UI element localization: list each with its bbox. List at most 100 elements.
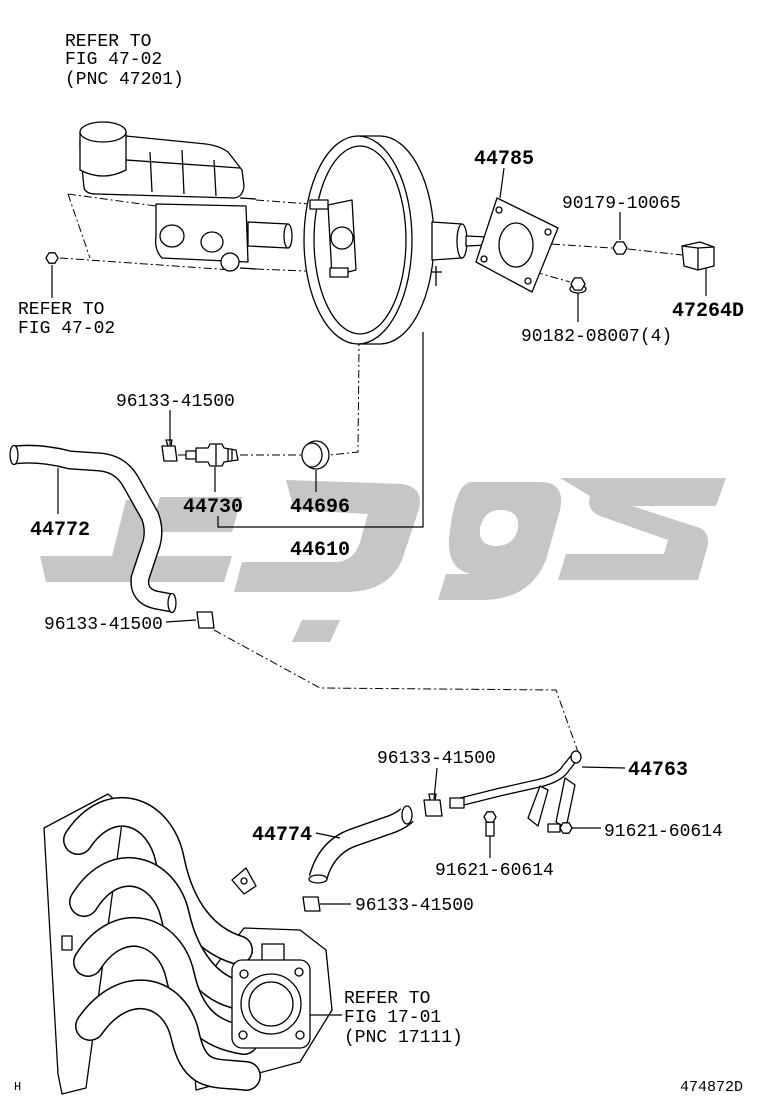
pipe-end-fitting	[449, 797, 465, 809]
bolt-left-head	[483, 811, 497, 823]
bolt-left-shank	[485, 821, 495, 837]
pipe-fill	[455, 756, 577, 807]
reservoir-ribs	[125, 149, 241, 197]
throttle-bolt-hole	[239, 969, 249, 979]
gasket-center-hole	[498, 222, 534, 268]
watermark-shape-waw	[438, 482, 562, 600]
leader-lines	[51, 167, 707, 1016]
leader-vacuum-assy	[217, 332, 424, 528]
guide-master-top	[67, 193, 157, 207]
leader-gasket	[499, 167, 505, 199]
clamp-pipe-tab	[428, 793, 437, 801]
refer-master-line2: FIG 47-02	[65, 50, 162, 70]
leader-clamp-pipe	[433, 767, 438, 800]
throttle-body	[231, 867, 311, 1049]
guide-master-bottom	[59, 257, 233, 271]
clamp-check-valve	[161, 445, 178, 462]
pipe-bracket-left	[527, 785, 549, 827]
booster-pushrod-hole	[330, 226, 354, 250]
throttle-bolt-hole	[238, 1030, 248, 1040]
booster-front-stud-upper	[309, 199, 329, 210]
label-clamp-check-valve: 96133-41500	[116, 392, 235, 412]
runner-2-fill	[70, 858, 254, 1009]
pipe-hardware	[423, 750, 582, 837]
hose-upper-end-left	[9, 444, 19, 466]
label-vacuum-assy: 44610	[290, 539, 350, 562]
manifold-runners	[63, 796, 261, 1091]
refer-throttle-line2: FIG 17-01	[344, 1008, 441, 1028]
refer-mount-line2: FIG 47-02	[18, 319, 115, 339]
runner-1-fill	[64, 798, 252, 964]
brake-line-port-primary	[159, 224, 185, 248]
label-bolt-right: 91621-60614	[604, 822, 723, 842]
gasket	[475, 197, 559, 293]
refer-mount-line1: REFER TO	[18, 300, 104, 320]
clamp-manifold	[302, 896, 321, 912]
pipe-end-top	[570, 750, 582, 764]
booster-rear-stud	[432, 266, 442, 286]
hose-lower-ends	[302, 805, 413, 912]
gasket-bolt-hole	[544, 228, 552, 236]
clamp-check-valve-tab	[165, 439, 173, 447]
brake-line-port-secondary	[200, 231, 224, 253]
hose-upper-fill	[13, 446, 174, 611]
guide-hose-to-pipe	[213, 629, 579, 753]
clamp-hose-lower	[196, 611, 215, 629]
throttle-bolt-hole	[294, 967, 304, 977]
label-clamp-manifold: 96133-41500	[355, 896, 474, 916]
leader-pipe	[581, 766, 626, 769]
reservoir-cap-top	[79, 121, 127, 143]
hose-lower-end-bottom	[308, 874, 328, 884]
bolt-right-head	[559, 822, 573, 834]
refer-master-line3: (PNC 47201)	[65, 70, 184, 90]
cylinder-bore-end	[283, 223, 293, 249]
reservoir-cap	[79, 131, 127, 177]
brake-booster	[303, 135, 489, 345]
manifold-flange-tab	[61, 935, 73, 951]
hose-upper-end-right	[167, 592, 177, 614]
watermark-shape-ya	[234, 480, 420, 592]
guide-stud-upper	[255, 199, 311, 205]
nut-lower	[570, 277, 586, 291]
leader-hose-lower	[315, 832, 341, 839]
gasket-bolt-hole	[524, 277, 532, 285]
label-pipe: 44763	[628, 759, 688, 782]
runner-3-fill	[74, 918, 258, 1054]
mount-ear	[220, 252, 240, 272]
hose-upper-ends	[9, 439, 330, 629]
footer-figure-number: 474872D	[680, 1079, 743, 1096]
throttle-bolt-hole	[295, 1030, 305, 1040]
rear-hardware	[569, 241, 715, 294]
label-bracket: 47264D	[672, 300, 744, 323]
mount-studs	[239, 197, 257, 270]
bolt-right-shank	[547, 823, 561, 833]
cylinder-body	[154, 203, 249, 263]
throttle-bore-inner	[248, 981, 294, 1027]
label-grommet: 44696	[290, 496, 350, 519]
label-nut-upper: 90179-10065	[562, 194, 681, 214]
grommet-face	[301, 442, 323, 468]
label-hose-lower: 44774	[252, 824, 312, 847]
vacuum-pipe	[454, 755, 578, 808]
watermark-shape-dot	[292, 620, 340, 642]
footer-left-mark: H	[14, 1080, 21, 1094]
label-clamp-hose-lower: 96133-41500	[44, 615, 163, 635]
label-clamp-pipe: 96133-41500	[377, 749, 496, 769]
vacuum-hose-upper	[12, 444, 174, 613]
label-check-valve: 44730	[183, 496, 243, 519]
leader-clamp-hose-lower	[165, 619, 197, 623]
watermark-shape-kaf	[558, 478, 726, 580]
watermark-logo	[40, 478, 726, 642]
watermark-shape-bar	[150, 497, 242, 532]
nut-upper	[612, 241, 628, 255]
watermark-shape-left	[40, 500, 232, 582]
guide-rear-nut	[534, 271, 571, 283]
manifold-upper-ear-hole	[240, 877, 248, 885]
refer-throttle-line3: (PNC 17111)	[344, 1028, 463, 1048]
mount-nut	[45, 252, 59, 264]
label-nut-lower: 90182-08007(4)	[521, 327, 672, 347]
label-gasket: 44785	[474, 148, 534, 171]
check-valve-ribs	[215, 444, 233, 466]
bracket-edges	[681, 245, 715, 270]
cylinder-bore	[247, 221, 289, 249]
